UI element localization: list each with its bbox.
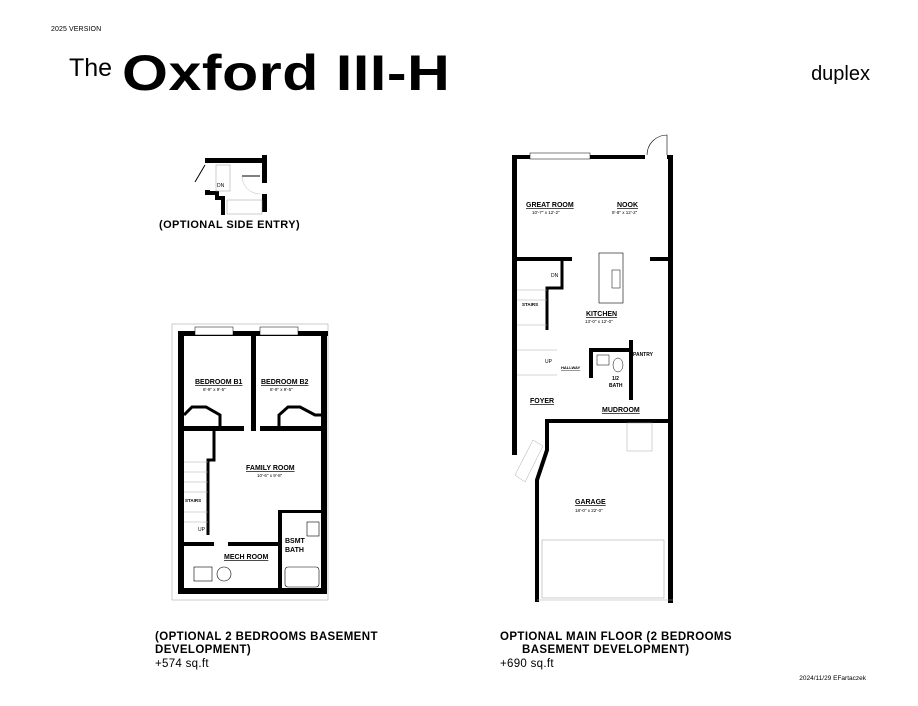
room-nook-dims: 8'-8" x 12'-2" bbox=[612, 210, 638, 215]
room-pantry: PANTRY bbox=[633, 352, 654, 358]
room-bsmt-bath: BATH bbox=[285, 547, 304, 554]
main-floor-caption-line1: OPTIONAL MAIN FLOOR (2 BEDROOMS bbox=[500, 631, 732, 643]
main-floor-caption: OPTIONAL MAIN FLOOR (2 BEDROOMS BASEMENT… bbox=[500, 631, 732, 657]
basement-caption: (OPTIONAL 2 BEDROOMS BASEMENT DEVELOPMEN… bbox=[155, 631, 378, 657]
stairs-label: STAIRS bbox=[185, 498, 201, 503]
room-bedroom-b2-dims: 8'-9" x 9'-5" bbox=[270, 387, 293, 392]
home-type-label: duplex bbox=[811, 63, 870, 85]
room-kitchen-dims: 13'-0" x 12'-0" bbox=[585, 319, 613, 324]
side-entry-plan: DN bbox=[194, 155, 267, 215]
version-label: 2025 VERSION bbox=[51, 26, 102, 33]
page-title: Oxford III-H bbox=[122, 45, 451, 101]
basement-caption-line2: DEVELOPMENT) bbox=[155, 644, 252, 656]
room-bedroom-b1: BEDROOM B1 bbox=[195, 379, 243, 386]
room-bedroom-b2: BEDROOM B2 bbox=[261, 379, 309, 386]
room-garage-dims: 18'-0" x 22'-0" bbox=[575, 508, 603, 513]
room-family-room: FAMILY ROOM bbox=[246, 465, 295, 472]
main-floor-area: +690 sq.ft bbox=[500, 658, 554, 670]
room-half-bath-1: 1/2 bbox=[612, 376, 619, 382]
room-bsmt: BSMT bbox=[285, 538, 306, 545]
title-prefix: The bbox=[69, 54, 113, 82]
main-floor-plan: GREAT ROOM 10'-7" x 12'-2" NOOK 8'-8" x … bbox=[512, 134, 673, 603]
room-kitchen: KITCHEN bbox=[586, 311, 617, 318]
main-floor-caption-line2: BASEMENT DEVELOPMENT) bbox=[522, 644, 690, 656]
dn-label: DN bbox=[551, 273, 559, 279]
room-bedroom-b1-dims: 8'-9" x 9'-5" bbox=[203, 387, 226, 392]
dn-label: DN bbox=[217, 183, 225, 189]
room-family-room-dims: 10'-6" x 9'-8" bbox=[257, 473, 283, 478]
basement-plan: BEDROOM B1 8'-9" x 9'-5" BEDROOM B2 8'-9… bbox=[171, 323, 329, 601]
room-hallway: HALLWAY bbox=[561, 365, 581, 370]
room-mech-room: MECH ROOM bbox=[224, 554, 269, 561]
side-entry-caption: (OPTIONAL SIDE ENTRY) bbox=[159, 219, 301, 231]
room-great-room-dims: 10'-7" x 12'-2" bbox=[532, 210, 560, 215]
up-label: UP bbox=[198, 527, 206, 533]
drafter-credit: 2024/11/29 EFartaczek bbox=[799, 675, 866, 682]
basement-area: +574 sq.ft bbox=[155, 658, 209, 670]
stairs-label: STAIRS bbox=[522, 302, 538, 307]
room-mudroom: MUDROOM bbox=[602, 407, 640, 414]
up-label: UP bbox=[545, 359, 553, 365]
basement-caption-line1: (OPTIONAL 2 BEDROOMS BASEMENT bbox=[155, 631, 378, 643]
room-half-bath-2: BATH bbox=[609, 383, 623, 389]
room-foyer: FOYER bbox=[530, 398, 554, 405]
room-nook: NOOK bbox=[617, 202, 638, 209]
room-great-room: GREAT ROOM bbox=[526, 202, 574, 209]
room-garage: GARAGE bbox=[575, 499, 606, 506]
